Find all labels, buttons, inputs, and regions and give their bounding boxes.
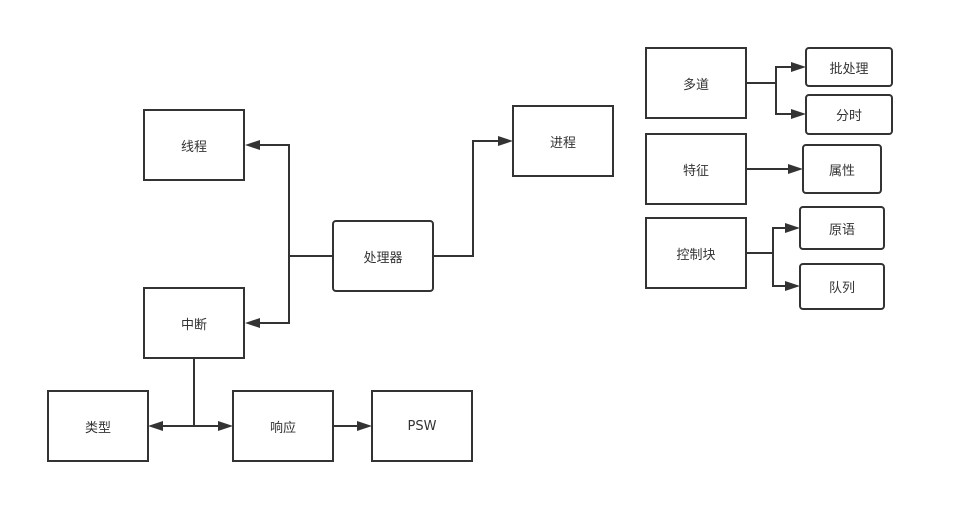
- node-features[interactable]: 特征: [645, 133, 747, 205]
- arrowhead-psw: [357, 421, 372, 431]
- arrowhead-queue: [785, 281, 800, 291]
- node-batch-label: 批处理: [829, 61, 869, 77]
- node-response-label: 响应: [269, 420, 296, 436]
- node-process-label: 进程: [549, 135, 576, 151]
- node-thread-label: 线程: [180, 139, 207, 155]
- node-timesharing-label: 分时: [835, 109, 862, 124]
- node-batch[interactable]: 批处理: [805, 47, 893, 87]
- edge-processor-interrupt: [258, 256, 290, 324]
- arrowhead-timesharing: [791, 109, 806, 119]
- edge-processor-thread: [258, 144, 333, 257]
- node-primitive-label: 原语: [828, 222, 855, 238]
- node-psw[interactable]: PSW: [371, 390, 473, 462]
- node-multiprogramming[interactable]: 多道: [645, 47, 747, 119]
- arrowhead-interrupt: [245, 318, 260, 328]
- arrowhead-process: [498, 136, 513, 146]
- arrowhead-attributes: [788, 164, 803, 174]
- arrowhead-primitive: [785, 223, 800, 233]
- node-control-block[interactable]: 控制块: [645, 217, 747, 289]
- node-queue[interactable]: 队列: [799, 263, 885, 310]
- edge-controlblock-queue: [772, 253, 787, 287]
- arrowhead-type: [148, 421, 163, 431]
- node-process[interactable]: 进程: [512, 105, 614, 177]
- node-interrupt-label: 中断: [180, 317, 207, 333]
- edge-multiprogramming-timesharing: [775, 83, 793, 115]
- edge-processor-process: [433, 140, 500, 257]
- node-attributes[interactable]: 属性: [802, 144, 882, 194]
- edge-controlblock-primitive: [746, 227, 787, 254]
- node-control-block-label: 控制块: [676, 247, 716, 263]
- node-multiprogramming-label: 多道: [682, 77, 709, 93]
- node-response[interactable]: 响应: [232, 390, 334, 462]
- arrowhead-batch: [791, 62, 806, 72]
- node-primitive[interactable]: 原语: [799, 206, 885, 250]
- node-attributes-label: 属性: [828, 163, 855, 179]
- node-processor[interactable]: 处理器: [332, 220, 434, 292]
- node-type-label: 类型: [84, 420, 111, 436]
- node-interrupt[interactable]: 中断: [143, 287, 245, 359]
- node-type[interactable]: 类型: [47, 390, 149, 462]
- node-queue-label: 队列: [828, 281, 855, 296]
- arrowhead-response: [218, 421, 233, 431]
- node-features-label: 特征: [682, 163, 709, 179]
- node-psw-label: PSW: [407, 418, 437, 434]
- node-timesharing[interactable]: 分时: [805, 94, 893, 135]
- edge-multiprogramming-batch: [746, 66, 793, 84]
- node-thread[interactable]: 线程: [143, 109, 245, 181]
- arrowhead-thread: [245, 140, 260, 150]
- node-processor-label: 处理器: [363, 250, 403, 266]
